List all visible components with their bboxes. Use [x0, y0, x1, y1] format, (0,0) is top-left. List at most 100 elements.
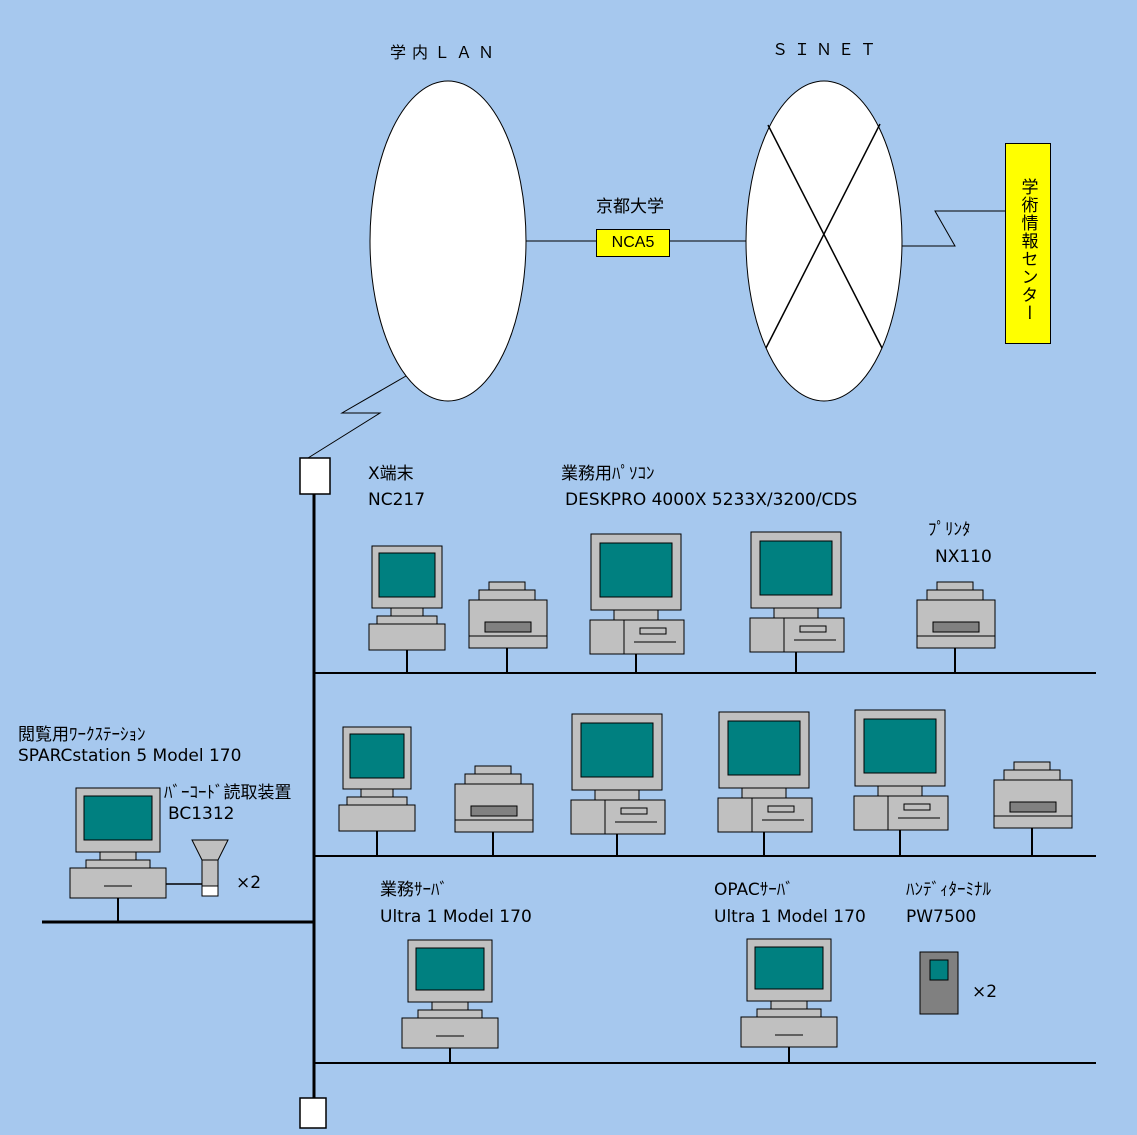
pc-case — [853, 795, 949, 831]
monitor-screen — [83, 795, 153, 841]
printer-row2-b — [993, 761, 1073, 856]
pc-case — [589, 619, 685, 655]
scanner-handle — [201, 859, 219, 887]
monitor-stand — [346, 796, 408, 806]
printer-base — [454, 819, 534, 833]
opac-server-model: Ultra 1 Model 170 — [714, 907, 866, 927]
office-server-name: 業務ｻｰﾊﾞ — [380, 880, 448, 900]
disk-drive — [799, 625, 827, 633]
monitor-neck — [741, 787, 787, 799]
handy-terminal-model: PW7500 — [906, 907, 977, 927]
barcode-reader — [166, 839, 229, 897]
scanner-head — [191, 839, 229, 861]
monitor-stand — [756, 1008, 822, 1018]
terminal-base — [368, 623, 446, 651]
monitor-screen — [349, 733, 405, 779]
printer-top — [464, 773, 522, 785]
monitor-screen — [378, 552, 436, 598]
printer-row2-a — [454, 765, 534, 856]
office-pc-model: DESKPRO 4000X 5233X/3200/CDS — [565, 490, 858, 510]
office-pc-1 — [589, 533, 685, 673]
printer-top — [926, 589, 984, 601]
reading-ws-model: SPARCstation 5 Model 170 — [18, 746, 242, 766]
handheld-screen — [929, 959, 949, 981]
monitor-neck — [877, 785, 923, 797]
monitor-neck — [773, 607, 819, 619]
printer-output-slot — [1009, 801, 1057, 813]
x-terminal-row2 — [338, 726, 416, 856]
opac-server-name: OPACｻｰﾊﾞ — [714, 880, 794, 900]
monitor-screen — [580, 722, 654, 778]
disk-drive — [639, 627, 667, 635]
printer-paper-tray — [488, 581, 526, 591]
printer-top — [478, 589, 536, 601]
backbone-terminator-top — [299, 457, 331, 495]
monitor-neck — [613, 609, 659, 621]
opac-server — [740, 938, 838, 1063]
monitor-neck — [360, 788, 394, 798]
monitor-neck — [594, 789, 640, 801]
x-terminal — [368, 545, 446, 673]
disk-drive — [767, 805, 795, 813]
workstation-base — [401, 1017, 499, 1049]
monitor-screen — [754, 946, 824, 990]
printer-output-slot — [470, 805, 518, 817]
sinet-cross-line — [765, 123, 881, 349]
equipment-layer — [69, 531, 1073, 1063]
sinet-cloud — [745, 80, 903, 402]
monitor-neck — [99, 851, 137, 861]
handy-terminal — [919, 951, 959, 1015]
barcode-reader-model: BC1312 — [168, 804, 235, 824]
disk-drive — [620, 807, 648, 815]
pc-case — [717, 797, 813, 833]
monitor-screen — [727, 720, 801, 776]
barcode-reader-name: ﾊﾞｰｺｰﾄﾞ読取装置 — [164, 783, 292, 803]
x-terminal-name: X端末 — [368, 464, 414, 484]
printer-base — [468, 635, 548, 649]
monitor-stand — [376, 615, 438, 625]
printer-output-slot — [484, 621, 532, 633]
printer-paper-tray — [1013, 761, 1051, 771]
office-pc-2 — [749, 531, 845, 673]
office-pc-3 — [570, 713, 666, 856]
monitor-neck — [390, 607, 424, 617]
office-server-model: Ultra 1 Model 170 — [380, 907, 532, 927]
handy-terminal-name: ﾊﾝﾃﾞｨﾀｰﾐﾅﾙ — [906, 880, 991, 900]
campus-lan-label: 学内ＬＡＮ — [390, 43, 501, 62]
campus-lan-cloud — [369, 80, 527, 402]
sinet-center-link — [902, 210, 1005, 247]
workstation-base — [740, 1016, 838, 1048]
monitor-screen — [759, 540, 833, 596]
workstation-base — [69, 867, 167, 899]
barcode-reader-qty: ×2 — [236, 873, 262, 893]
office-pc-4 — [717, 711, 813, 856]
sinet-cross-line — [767, 124, 883, 349]
nca-node: NCA5 — [596, 229, 670, 257]
backbone-terminator-bottom — [299, 1097, 327, 1129]
monitor-screen — [415, 947, 485, 991]
nca-site-label: 京都大学 — [596, 197, 664, 217]
reading-workstation — [69, 787, 167, 922]
monitor-stand — [85, 859, 151, 869]
lan-backbone-link — [307, 375, 407, 459]
monitor-neck — [431, 1001, 469, 1011]
printer-row1-a — [468, 581, 548, 673]
pc-case — [749, 617, 845, 653]
info-center-node: 学術情報センター — [1005, 143, 1051, 344]
disk-drive — [903, 803, 931, 811]
reading-ws-name: 閲覧用ﾜｰｸｽﾃｰｼｮﾝ — [18, 725, 146, 745]
pc-case — [570, 799, 666, 835]
printer-base — [916, 635, 996, 649]
printer-top — [1003, 769, 1061, 781]
printer-paper-tray — [474, 765, 512, 775]
printer-output-slot — [932, 621, 980, 633]
sinet-label: ＳＩＮＥＴ — [772, 40, 883, 59]
scanner-base — [201, 885, 219, 897]
x-terminal-model: NC217 — [368, 490, 426, 510]
office-pc-5 — [853, 709, 949, 856]
monitor-screen — [863, 718, 937, 774]
printer-base — [993, 815, 1073, 829]
printer-name: ﾌﾟﾘﾝﾀ — [928, 520, 971, 540]
